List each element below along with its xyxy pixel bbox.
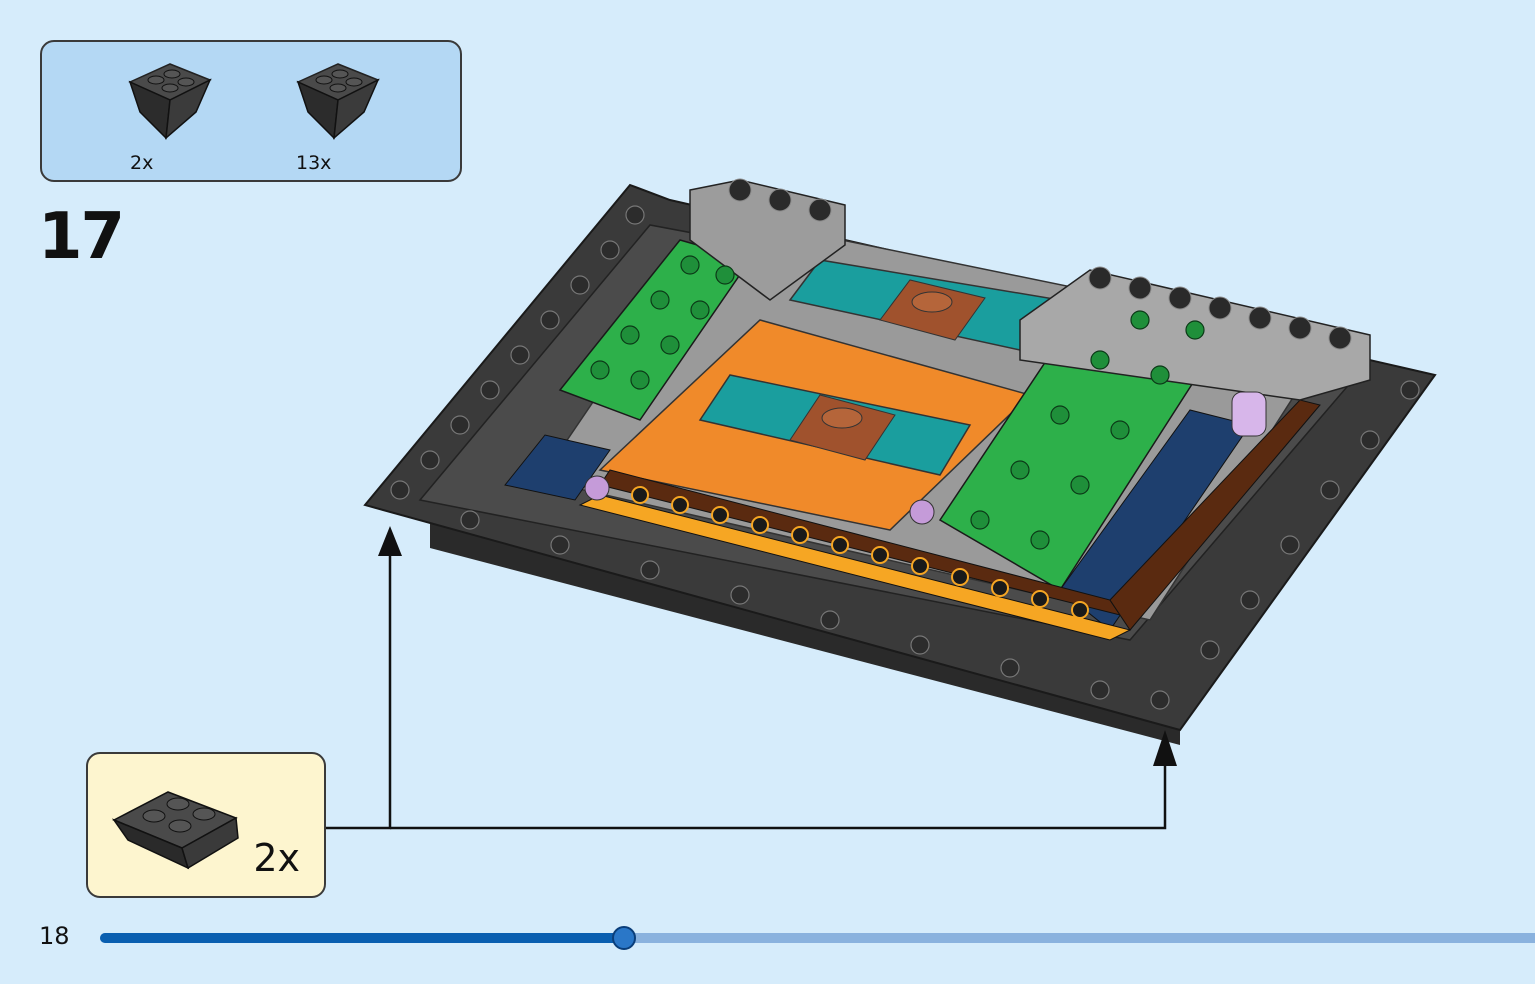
arrow-head-left [378, 526, 402, 556]
parts-list-box: 2x 13x [40, 40, 462, 182]
gray-wall-studs [728, 178, 1352, 350]
progress-fill [100, 933, 624, 943]
inverted-slope-brick-icon [296, 63, 380, 140]
part-quantity: 13x [296, 152, 332, 174]
frame-studs [390, 205, 1420, 710]
yellow-strip-studs [631, 486, 1089, 619]
inverted-slope-brick-icon [111, 791, 239, 870]
step-number: 17 [38, 200, 125, 274]
parts-list-item: 2x [126, 54, 226, 174]
parts-list-item: 13x [294, 54, 394, 174]
arrow-line-left [326, 548, 392, 830]
sub-step-callout: 2x [86, 752, 326, 898]
part-quantity: 2x [130, 152, 154, 174]
progress-knob [611, 926, 636, 950]
lavender-round-center [909, 499, 935, 525]
arrow-line-right [390, 758, 1167, 830]
lavender-round-left [584, 475, 610, 501]
yellow-strip [578, 494, 1132, 641]
inverted-slope-brick-icon [128, 63, 212, 140]
arrow-head-right [1153, 730, 1177, 766]
lavender-round-right [1231, 391, 1267, 437]
progress-bar [100, 926, 1535, 950]
baseplate-edge [430, 520, 1180, 745]
brown-plates-right [1109, 399, 1321, 631]
blue-bricks-left [504, 434, 611, 501]
callout-quantity: 2x [253, 836, 300, 880]
page-number: 18 [39, 922, 70, 950]
brown-stud-upper [911, 291, 953, 313]
brown-stud-lower [821, 407, 863, 429]
green-studs [590, 255, 1205, 550]
